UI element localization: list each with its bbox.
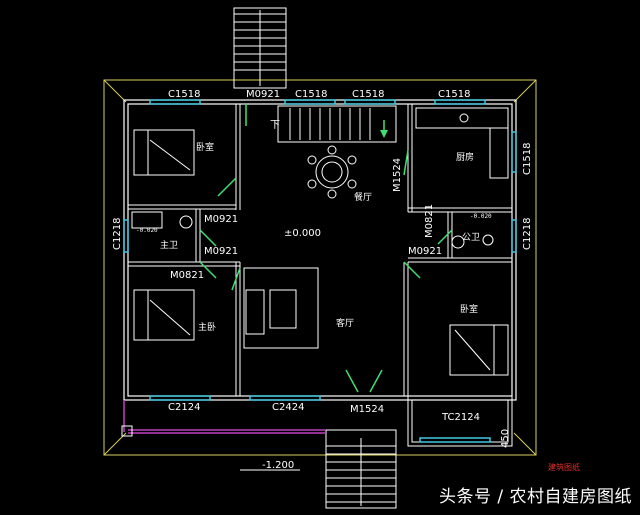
stair-down-label: 下: [270, 120, 280, 131]
interior-stair: [289, 108, 371, 140]
furniture: [131, 107, 509, 376]
window-label: C1518: [522, 143, 533, 175]
corner-line: [513, 79, 537, 103]
door-label: M0921: [204, 214, 238, 225]
corner-line: [103, 79, 127, 103]
door-label: M0921: [204, 246, 238, 257]
room-label-master-bath: 主卫: [160, 239, 178, 251]
entry-stair-bottom: [325, 429, 397, 509]
room-label-public-bath: 公卫: [462, 232, 480, 243]
room-label-bedroom-se: 卧室: [460, 303, 478, 315]
dimension-label: 450: [500, 429, 511, 448]
door-label: M0921: [408, 246, 442, 257]
room-label-master-bedroom: 主卧: [198, 321, 216, 333]
corner-line: [513, 432, 537, 456]
elevation-label: -1.200: [262, 460, 294, 471]
window-label: C1218: [112, 218, 123, 250]
stamp-label: 建筑图纸: [548, 462, 580, 472]
entry-stair-top: [233, 7, 287, 89]
door-label: M0821: [170, 270, 204, 281]
stair-arrow-head: [380, 130, 388, 138]
watermark: 头条号 / 农村自建房图纸: [438, 487, 632, 507]
doors: [199, 104, 453, 393]
door-label: M0821: [424, 204, 435, 238]
window-label: C2424: [272, 402, 304, 413]
door-label: M1524: [392, 158, 403, 192]
corner-line: [103, 432, 127, 456]
room-label-living: 客厅: [336, 317, 354, 329]
elevation-label: ±0.000: [284, 228, 321, 239]
exterior-walls: [123, 99, 517, 401]
window-label: C1218: [522, 218, 533, 250]
window-label: C1518: [438, 89, 470, 100]
interior-walls: [128, 104, 513, 447]
window-label: C1518: [352, 89, 384, 100]
column: [121, 425, 133, 437]
balcony-rail: [123, 400, 326, 434]
room-label-bedroom-nw: 卧室: [196, 141, 214, 153]
bath-elevation-label: -0.020: [470, 213, 492, 220]
room-label-dining: 餐厅: [354, 191, 372, 203]
windows: [123, 99, 517, 443]
door-label: M0921: [246, 89, 280, 100]
window-label: C1518: [168, 89, 200, 100]
door-label: M1524: [350, 404, 384, 415]
room-label-kitchen: 厨房: [456, 151, 474, 163]
window-label: TC2124: [441, 412, 480, 423]
window-label: C2124: [168, 402, 200, 413]
window-label: C1518: [295, 89, 327, 100]
bath-elevation-label: -0.020: [136, 227, 158, 234]
